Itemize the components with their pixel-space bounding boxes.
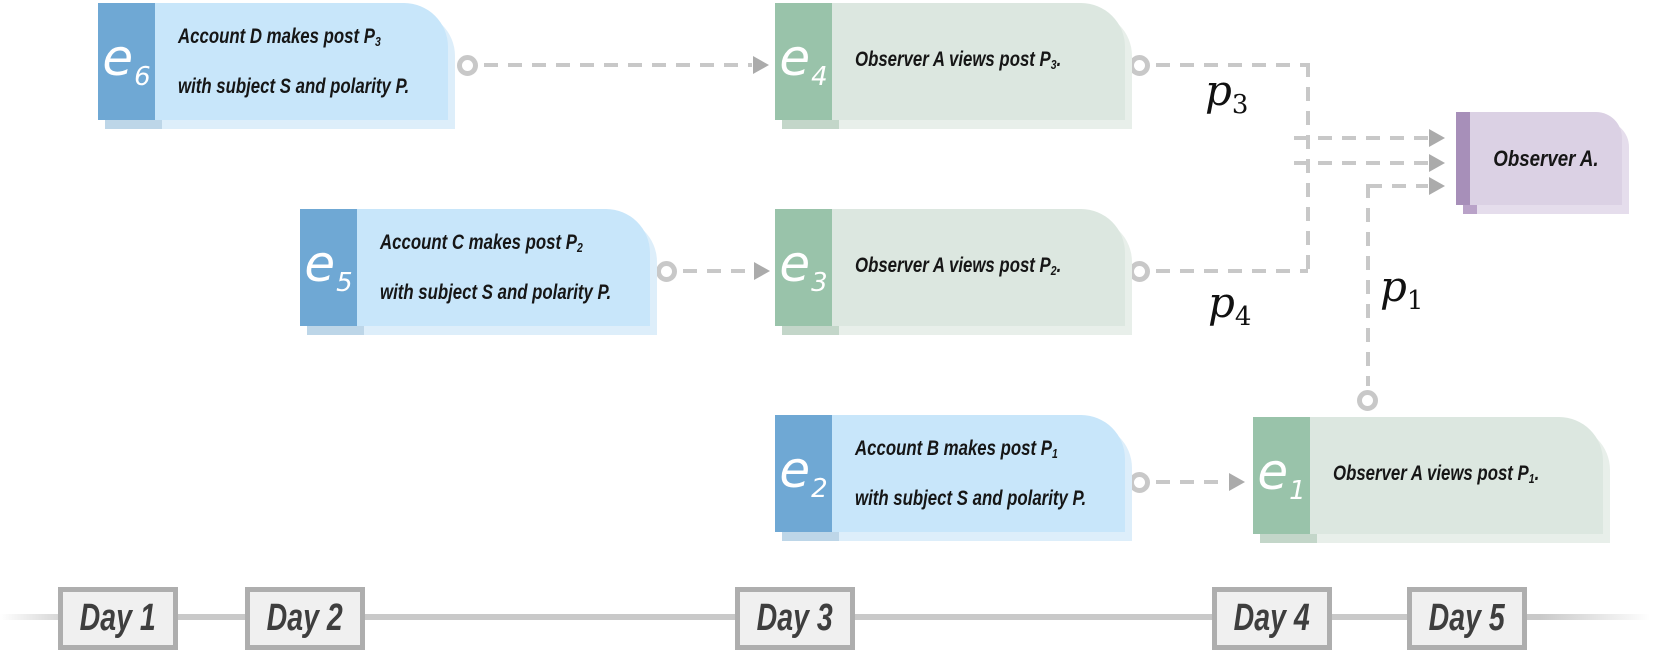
dashed-line-p3-p4-vertical xyxy=(1306,63,1310,275)
event-id-e3: e3 xyxy=(779,235,828,298)
day-label: Day 1 xyxy=(79,597,157,639)
observer-card: Observer A. xyxy=(1456,112,1629,214)
origin-circle-icon-e3 xyxy=(1129,261,1150,282)
origin-circle-icon-e6 xyxy=(457,55,478,76)
event-text-e2: Account B makes post P1 with subject S a… xyxy=(832,415,1125,532)
dashed-line-e2-e1 xyxy=(1156,480,1228,484)
dashed-line-p1-vertical xyxy=(1366,184,1370,386)
observer-tab xyxy=(1456,112,1470,205)
event-tab-e1: e1 xyxy=(1253,417,1310,534)
edge-label-p1: p1 xyxy=(1380,262,1424,316)
arrowhead-icon-p3 xyxy=(1429,129,1445,147)
observer-label: Observer A. xyxy=(1493,146,1599,171)
event-id-e4: e4 xyxy=(779,29,828,92)
event-text-line1: Account D makes post P3 xyxy=(178,25,381,49)
day-label: Day 5 xyxy=(1428,597,1506,639)
event-text-e1: Observer A views post P1. xyxy=(1310,417,1603,534)
event-id-e5: e5 xyxy=(304,235,353,298)
event-text-line2: with subject S and polarity P. xyxy=(855,486,1087,510)
dashed-line-p3-horizontal xyxy=(1156,63,1308,67)
event-tab-e5: e5 xyxy=(300,209,357,326)
dashed-line-p3-to-observer xyxy=(1294,136,1428,140)
event-text-line1: Observer A views post P3. xyxy=(855,47,1062,72)
origin-circle-icon-e5 xyxy=(656,261,677,282)
arrowhead-icon-e6-e4 xyxy=(753,56,769,74)
timeline-day-3: Day 3 xyxy=(735,587,855,650)
arrowhead-icon-e2-e1 xyxy=(1229,473,1245,491)
dashed-line-p1-to-observer xyxy=(1368,184,1428,188)
dashed-line-p4-to-observer xyxy=(1294,161,1428,165)
timeline-day-2: Day 2 xyxy=(245,587,365,650)
event-tab-e6: e6 xyxy=(98,3,155,120)
arrowhead-icon-p1 xyxy=(1429,177,1445,195)
observer-text: Observer A. xyxy=(1470,112,1622,205)
dashed-line-e5-e3 xyxy=(683,269,753,273)
event-text-line2: with subject S and polarity P. xyxy=(178,74,410,98)
event-id-e6: e6 xyxy=(102,29,151,92)
origin-circle-icon-e4 xyxy=(1129,55,1150,76)
event-text-line1: Account C makes post P2 xyxy=(380,231,583,255)
arrowhead-icon-e5-e3 xyxy=(754,262,770,280)
timeline-day-5: Day 5 xyxy=(1407,587,1527,650)
dashed-line-p4-horizontal xyxy=(1156,269,1308,273)
event-text-line1: Observer A views post P2. xyxy=(855,253,1062,278)
timeline-day-4: Day 4 xyxy=(1212,587,1332,650)
dashed-line-e6-e4 xyxy=(484,63,752,67)
event-tab-e3: e3 xyxy=(775,209,832,326)
event-card-e2: e2 Account B makes post P1 with subject … xyxy=(775,415,1132,541)
event-text-line1: Account B makes post P1 xyxy=(855,437,1058,461)
event-id-e2: e2 xyxy=(779,441,828,504)
event-text-e6: Account D makes post P3 with subject S a… xyxy=(155,3,448,120)
origin-circle-icon-e1 xyxy=(1357,390,1378,411)
event-card-e5: e5 Account C makes post P2 with subject … xyxy=(300,209,657,335)
event-text-e3: Observer A views post P2. xyxy=(832,209,1125,326)
edge-label-p3: p3 xyxy=(1205,66,1249,120)
day-label: Day 4 xyxy=(1233,597,1311,639)
origin-circle-icon-e2 xyxy=(1129,472,1150,493)
edge-label-p4: p4 xyxy=(1208,278,1252,332)
event-card-e1: e1 Observer A views post P1. xyxy=(1253,417,1610,543)
day-label: Day 2 xyxy=(266,597,344,639)
event-text-line2: with subject S and polarity P. xyxy=(380,280,612,304)
arrowhead-icon-p4 xyxy=(1429,154,1445,172)
event-card-e4: e4 Observer A views post P3. xyxy=(775,3,1132,129)
day-label: Day 3 xyxy=(756,597,834,639)
timeline-day-1: Day 1 xyxy=(58,587,178,650)
event-text-line1: Observer A views post P1. xyxy=(1333,461,1540,486)
event-tab-e4: e4 xyxy=(775,3,832,120)
event-card-e6: e6 Account D makes post P3 with subject … xyxy=(98,3,455,129)
event-tab-e2: e2 xyxy=(775,415,832,532)
event-text-e4: Observer A views post P3. xyxy=(832,3,1125,120)
event-text-e5: Account C makes post P2 with subject S a… xyxy=(357,209,650,326)
event-card-e3: e3 Observer A views post P2. xyxy=(775,209,1132,335)
event-id-e1: e1 xyxy=(1257,443,1306,506)
